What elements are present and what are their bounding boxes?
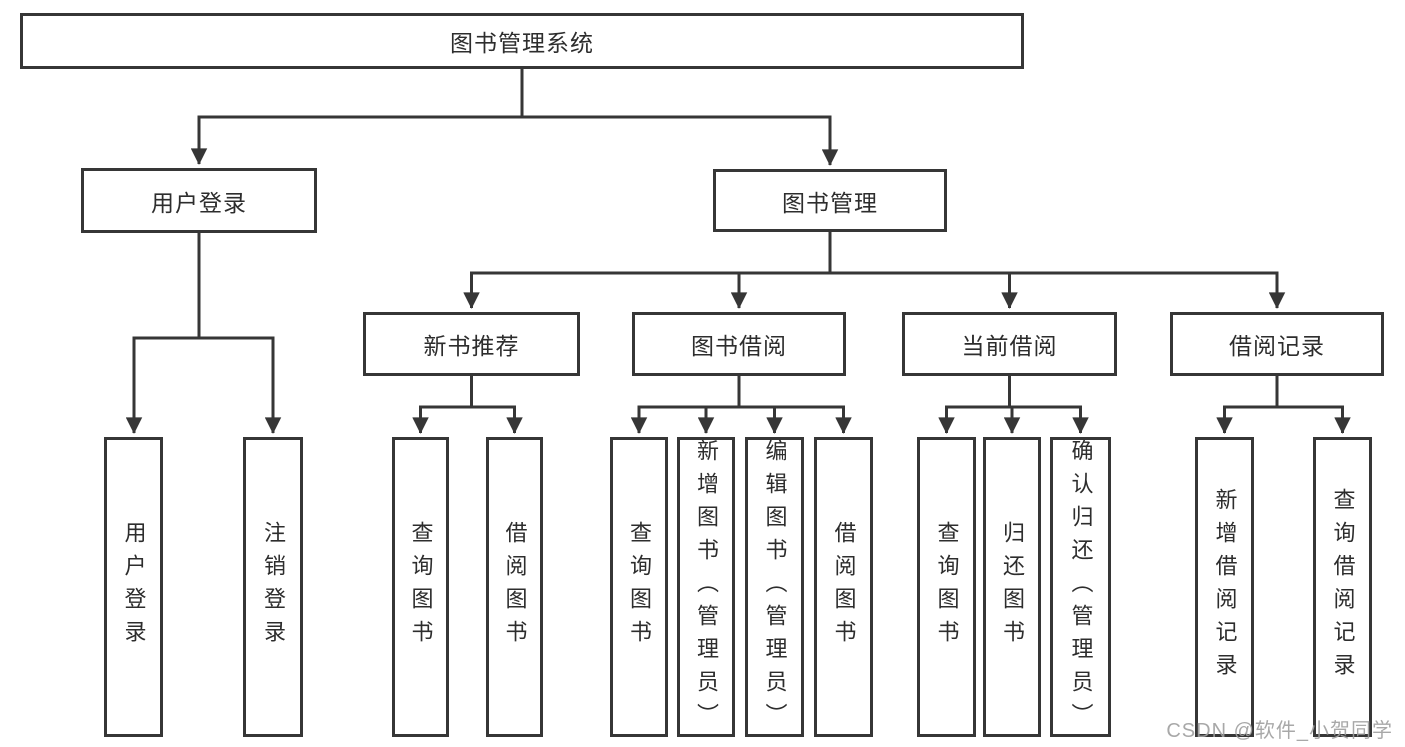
connector-new-book-recommend-to-leaves: [412, 376, 523, 434]
connector-borrowing-records-to-leaves: [1216, 376, 1351, 434]
node-borrowing-records: 借阅记录: [1170, 312, 1384, 376]
node-label: 借阅图书: [502, 521, 528, 653]
leaf-query-books-borrowing: 查询图书: [610, 437, 668, 737]
node-label: 编辑图书（管理员）: [762, 438, 788, 736]
node-label: 借阅记录: [1229, 333, 1325, 359]
leaf-return-books: 归还图书: [983, 437, 1041, 737]
node-label: 用户登录: [121, 521, 147, 653]
node-label: 查询图书: [627, 521, 652, 653]
leaf-query-books-current: 查询图书: [917, 437, 976, 737]
node-label: 确认归还（管理员）: [1068, 438, 1094, 736]
node-label: 新书推荐: [423, 333, 520, 359]
leaf-borrow-books-recommend: 借阅图书: [486, 437, 543, 737]
node-label: 借阅图书: [831, 521, 857, 653]
connector-user-login-to-leaves: [125, 233, 282, 434]
leaf-user-login: 用户登录: [104, 437, 163, 737]
node-user-login: 用户登录: [81, 168, 317, 233]
node-label: 图书管理: [782, 189, 878, 216]
node-label: 归还图书: [1000, 521, 1025, 653]
csdn-watermark: CSDN @软件_小贺同学: [1166, 720, 1393, 742]
leaf-add-borrow-record: 新增借阅记录: [1195, 437, 1254, 737]
connector-book-borrowing-to-leaves: [630, 376, 852, 434]
node-current-borrowing: 当前借阅: [902, 312, 1117, 376]
leaf-logout: 注销登录: [243, 437, 303, 737]
node-book-borrowing: 图书借阅: [632, 312, 846, 376]
node-label: 查询借阅记录: [1330, 488, 1356, 686]
leaf-add-books-admin: 新增图书（管理员）: [677, 437, 735, 737]
node-label: 新增图书（管理员）: [694, 438, 719, 736]
node-book-management: 图书管理: [713, 169, 947, 232]
connector-book-management-to-level3: [463, 232, 1286, 309]
node-label: 注销登录: [261, 521, 286, 653]
node-label: 查询图书: [934, 521, 960, 653]
node-label: 用户登录: [151, 189, 247, 216]
leaf-edit-books-admin: 编辑图书（管理员）: [745, 437, 804, 737]
node-label: 图书管理系统: [450, 30, 594, 56]
connector-root-to-level2: [190, 69, 839, 166]
node-label: 新增借阅记录: [1212, 488, 1238, 686]
node-library-management-system: 图书管理系统: [20, 13, 1024, 69]
leaf-borrow-books: 借阅图书: [814, 437, 873, 737]
leaf-query-books-recommend: 查询图书: [392, 437, 449, 737]
node-label: 当前借阅: [961, 333, 1058, 359]
leaf-query-borrow-record: 查询借阅记录: [1313, 437, 1372, 737]
leaf-confirm-return-admin: 确认归还（管理员）: [1050, 437, 1111, 737]
node-new-book-recommend: 新书推荐: [363, 312, 580, 376]
node-label: 图书借阅: [691, 333, 787, 359]
node-label: 查询图书: [408, 521, 434, 653]
connector-current-borrowing-to-leaves: [938, 376, 1089, 434]
